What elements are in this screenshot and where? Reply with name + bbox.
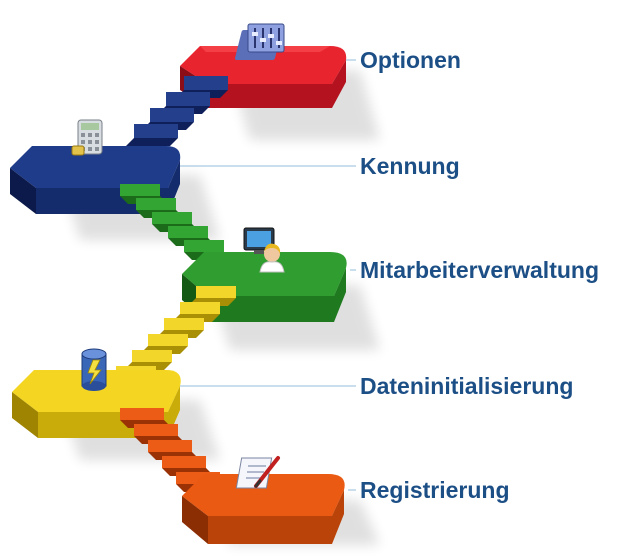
platform-registrierung [182, 474, 345, 544]
label-registrierung: Registrierung [360, 477, 510, 503]
connector-lines [178, 59, 356, 491]
stairs-kennung-optionen [126, 76, 228, 146]
label-mitarbeiterverwaltung: Mitarbeiterverwaltung [360, 257, 599, 283]
settings-panel-icon [234, 23, 285, 60]
database-icon [81, 348, 107, 391]
label-optionen: Optionen [360, 47, 461, 73]
calculator-icon [71, 119, 103, 156]
label-dateninitialisierung: Dateninitialisierung [360, 373, 574, 399]
user-computer-icon [243, 227, 285, 273]
document-pen-icon [235, 456, 280, 489]
label-kennung: Kennung [360, 153, 460, 179]
platform-optionen [180, 46, 347, 108]
